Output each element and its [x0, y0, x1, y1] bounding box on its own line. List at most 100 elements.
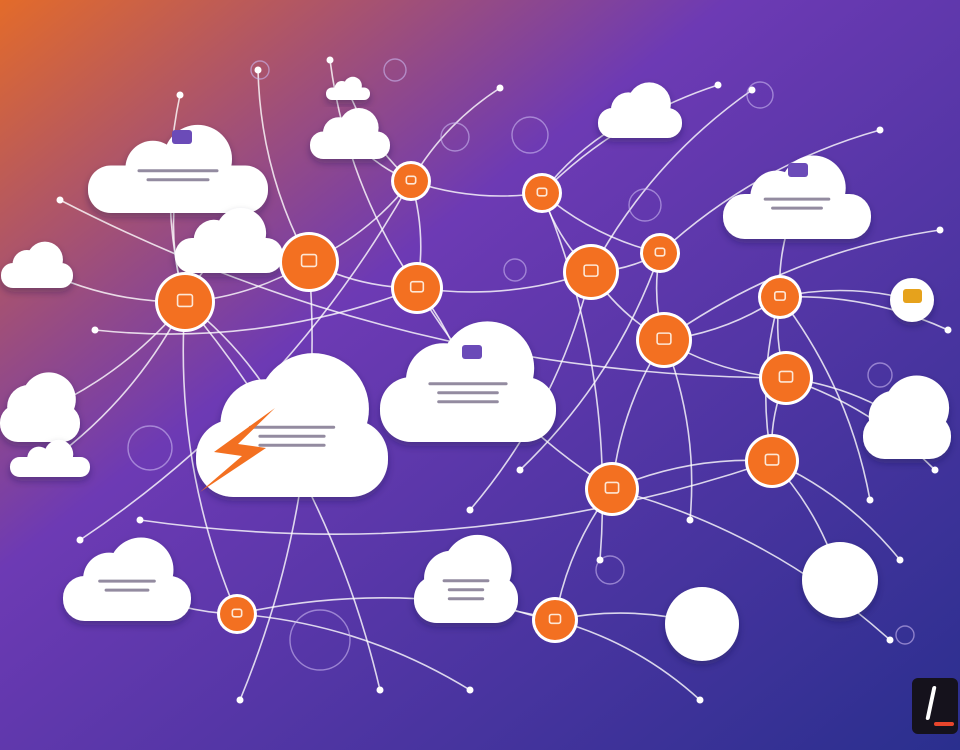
- hub-node: [158, 275, 212, 329]
- cloud-puff: [627, 82, 671, 126]
- outline-icon: [895, 625, 915, 645]
- circle-card: [665, 587, 739, 661]
- scribble-line: [437, 400, 499, 404]
- hub-node: [535, 600, 575, 640]
- outline-icon: [127, 425, 173, 471]
- logo-slash: [925, 686, 937, 720]
- hub-node: [282, 235, 336, 289]
- link-endpoint: [376, 686, 384, 694]
- link-endpoint: [686, 516, 694, 524]
- faint-decorations: [127, 58, 915, 671]
- hub-node-icon: [231, 608, 243, 618]
- cloud-card: [598, 82, 682, 138]
- link-endpoint: [931, 466, 939, 474]
- link: [519, 252, 661, 471]
- link-endpoint: [56, 196, 64, 204]
- document-icon: [462, 345, 482, 359]
- outline-icon: [628, 188, 662, 222]
- link-endpoint: [876, 126, 884, 134]
- circle-card: [802, 542, 878, 618]
- hub-node: [525, 176, 559, 210]
- hub-nodes: [155, 161, 813, 643]
- scribble-line: [258, 443, 326, 447]
- link-endpoint: [496, 84, 504, 92]
- scribble-line: [248, 425, 336, 429]
- cloud-card: [10, 439, 90, 477]
- scribble-line: [447, 588, 485, 592]
- link: [663, 229, 941, 341]
- cloud-puff: [884, 375, 950, 441]
- cloud-puff: [44, 439, 74, 469]
- link-endpoint: [254, 66, 262, 74]
- hub-node: [762, 354, 810, 402]
- scribble-line: [771, 206, 823, 210]
- lightning-bolt-icon: [200, 408, 275, 492]
- cloud-card: [63, 537, 191, 621]
- hub-node-icon: [176, 293, 194, 308]
- cloud-puff: [343, 76, 362, 95]
- cloud-card: [802, 542, 878, 618]
- cloud-puff: [108, 537, 174, 603]
- link-endpoint: [176, 91, 184, 99]
- cloud-card: [310, 107, 390, 159]
- link-endpoint: [596, 556, 604, 564]
- cloud-puff: [257, 353, 369, 465]
- link-endpoint: [936, 226, 944, 234]
- link: [779, 296, 871, 501]
- link-endpoint: [896, 556, 904, 564]
- cloud-cards: [0, 76, 951, 661]
- cloud-card: [380, 321, 556, 442]
- hub-node-icon: [764, 453, 780, 466]
- link-endpoint: [326, 56, 334, 64]
- link: [236, 613, 471, 691]
- scribble-line: [146, 178, 210, 182]
- hub-node-icon: [300, 253, 318, 268]
- hub-node-icon: [654, 247, 666, 257]
- cloud-card: [863, 375, 951, 459]
- link-endpoint: [714, 81, 722, 89]
- scribble-line: [104, 588, 150, 592]
- scribble-line: [442, 579, 490, 583]
- hub-node-icon: [536, 187, 548, 197]
- link-endpoint: [866, 496, 874, 504]
- cloud-card: [0, 372, 80, 442]
- scribble-line: [98, 579, 156, 583]
- outline-icon: [383, 58, 407, 82]
- link: [590, 89, 753, 273]
- link-endpoint: [516, 466, 524, 474]
- link-endpoint: [886, 636, 894, 644]
- hub-node: [394, 164, 428, 198]
- cloud-puff: [443, 534, 512, 604]
- link-endpoint: [466, 506, 474, 514]
- hub-node: [748, 437, 796, 485]
- scribble-line: [437, 391, 499, 395]
- outline-icon: [250, 60, 270, 80]
- document-icon: [172, 130, 192, 144]
- hub-node: [588, 465, 636, 513]
- scribble-line: [137, 169, 219, 173]
- hub-node-icon: [773, 290, 787, 301]
- link-endpoint: [944, 326, 952, 334]
- link-endpoints: [56, 56, 952, 704]
- folder-icon: [903, 289, 922, 303]
- hub-node: [639, 315, 689, 365]
- scribble-line: [763, 197, 831, 201]
- link-endpoint: [748, 86, 756, 94]
- hub-node-icon: [548, 613, 562, 625]
- scribble-line: [447, 597, 485, 601]
- link-endpoint: [91, 326, 99, 334]
- link-endpoint: [696, 696, 704, 704]
- cloud-puff: [26, 241, 63, 278]
- hub-node-icon: [656, 332, 672, 345]
- document-icon: [788, 163, 808, 177]
- link-endpoint: [136, 516, 144, 524]
- hub-node: [566, 247, 616, 297]
- outline-icon: [746, 81, 774, 109]
- scribble-line: [258, 434, 326, 438]
- outline-icon: [503, 258, 527, 282]
- hub-node-icon: [604, 481, 620, 494]
- link: [94, 287, 418, 335]
- cloud-card: [1, 241, 73, 288]
